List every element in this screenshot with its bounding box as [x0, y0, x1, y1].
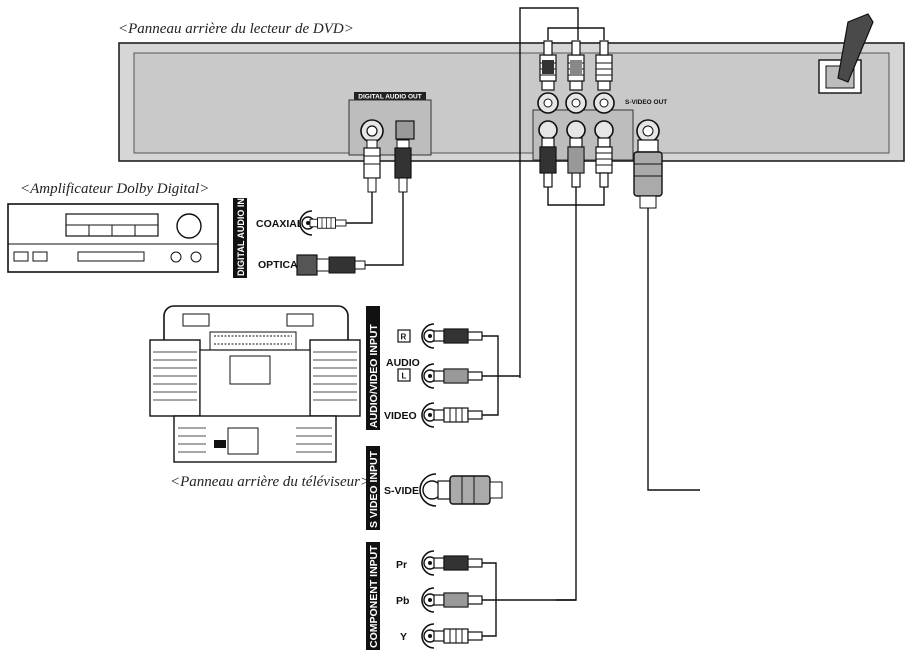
dolby-amplifier — [7, 203, 219, 273]
optical-input-jack — [296, 254, 366, 276]
svideo-plug-dvd — [633, 139, 663, 209]
digital-audio-input-bar — [233, 198, 247, 278]
video-label: VIDEO — [384, 410, 417, 422]
dvd-av-plugs-top — [539, 40, 613, 91]
tv-side-cables — [482, 335, 576, 637]
digital-audio-out-label: DIGITAL AUDIO OUT — [358, 94, 421, 101]
tv-rear-caption: <Panneau arrière du téléviseur> — [170, 474, 370, 490]
pr-label: Pr — [396, 559, 407, 571]
coaxial-label: COAXIAL — [256, 218, 304, 230]
optical-label: OPTICAL — [258, 259, 305, 271]
pb-label: Pb — [396, 595, 409, 607]
svideo-input-jack — [419, 473, 442, 507]
component-input-bar — [366, 542, 380, 650]
svideo-out-label: S-VIDEO OUT — [625, 99, 667, 106]
svideo-label: S-VIDEO — [384, 485, 427, 497]
audio-r-label: R — [401, 333, 407, 342]
optical-out-jack — [395, 120, 415, 140]
dvd-rear-caption: <Panneau arrière du lecteur de DVD> — [118, 21, 354, 37]
component-input-label: COMPONENT INPUT — [368, 545, 380, 648]
coaxial-out-jack — [360, 119, 384, 143]
power-cord — [837, 13, 874, 83]
av-input-bar — [366, 306, 380, 430]
video-plug — [433, 407, 483, 423]
tv-input-panel: AUDIO/VIDEO INPUT S VIDEO INPUT COMPONEN… — [366, 306, 503, 650]
av-input-label: AUDIO/VIDEO INPUT — [368, 324, 380, 428]
coaxial-plug — [309, 217, 347, 229]
dvd-component-plugs — [539, 137, 613, 188]
audio-video-out-jacks — [537, 92, 615, 140]
digital-audio-input-label: DIGITAL AUDIO INPUT — [236, 180, 246, 276]
audio-l-label: L — [402, 372, 407, 381]
amplifier-caption: <Amplificateur Dolby Digital> — [20, 181, 209, 197]
y-plug — [433, 628, 483, 644]
svideo-input-label: S VIDEO INPUT — [368, 450, 380, 528]
svideo-plug-tv — [437, 475, 503, 505]
svideo-input-bar — [366, 446, 380, 530]
audio-label: AUDIO — [386, 357, 420, 369]
tv-rear — [149, 305, 361, 463]
dvd-rear-panel: DIGITAL AUDIO OUT S-VIDEO OUT — [118, 13, 905, 162]
digital-audio-cables — [326, 192, 404, 266]
digital-audio-plugs — [363, 139, 412, 193]
svideo-cable — [647, 208, 700, 491]
y-label: Y — [400, 631, 407, 643]
svideo-out-jack — [636, 119, 660, 143]
